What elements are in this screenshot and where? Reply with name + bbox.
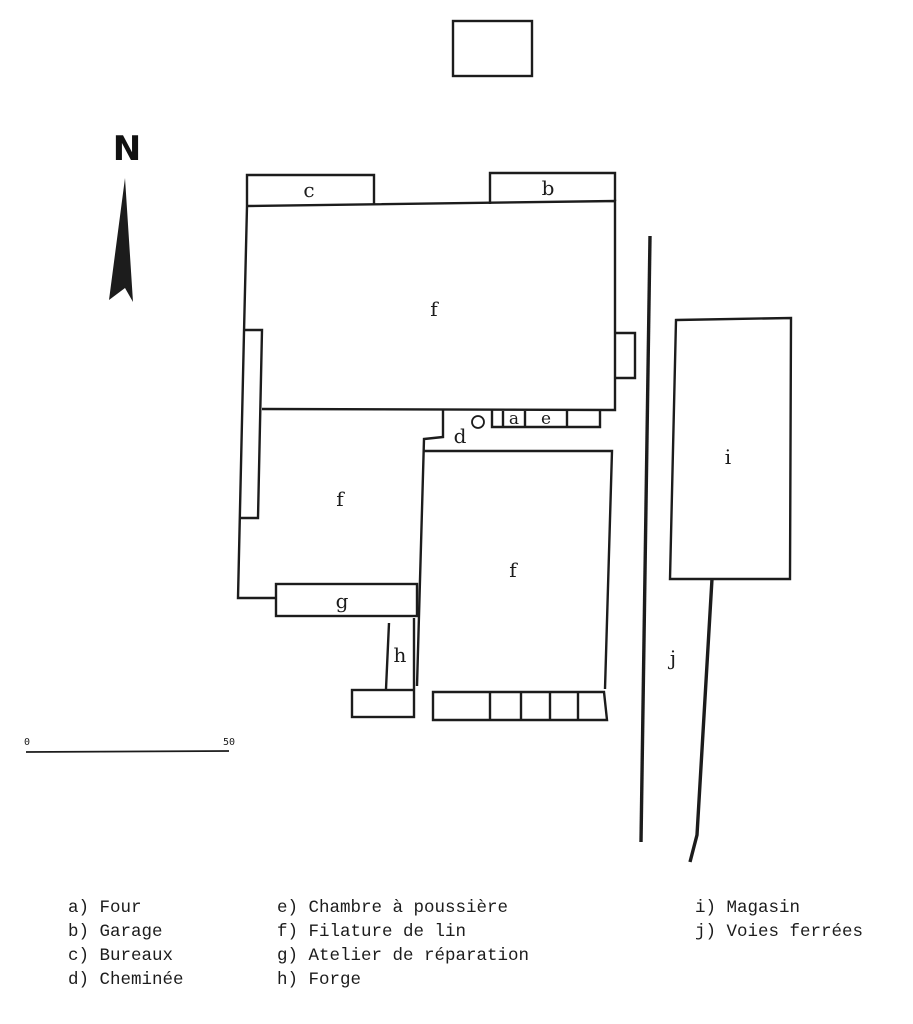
warehouse <box>668 316 793 581</box>
offices-building <box>245 173 376 206</box>
east-annex <box>614 331 637 380</box>
west-strip <box>240 328 264 520</box>
forge-building <box>384 618 416 690</box>
legend-item: e) Chambre à poussière <box>277 898 509 918</box>
north-label: N <box>113 129 141 169</box>
label-b: b <box>542 176 555 200</box>
south-building-row <box>431 690 609 722</box>
south-building-west <box>350 688 416 719</box>
legend-item: c) Bureaux <box>68 946 174 966</box>
legend-column-3: i) Magasin j) Voies ferrées <box>695 896 863 944</box>
repair-workshop <box>274 582 419 618</box>
detached-building <box>451 19 534 78</box>
label-h: h <box>394 643 407 667</box>
railway-track-main <box>639 235 652 843</box>
label-g: g <box>336 589 349 613</box>
label-f-north: f <box>430 297 439 321</box>
mill-outline <box>236 199 617 600</box>
label-a: a <box>509 409 519 429</box>
garage-building <box>488 171 617 204</box>
legend-item: d) Cheminée <box>68 970 184 990</box>
north-arrow-icon <box>109 178 133 302</box>
chimney <box>471 415 485 429</box>
legend-column-1: a) Four b) Garage c) Bureaux d) Cheminée <box>68 896 184 992</box>
furnace-dust-row <box>490 409 602 429</box>
label-e: e <box>541 409 551 429</box>
legend-item: a) Four <box>68 898 142 918</box>
label-d: d <box>454 424 467 448</box>
legend-item: j) Voies ferrées <box>695 922 864 942</box>
legend-item: i) Magasin <box>695 898 801 918</box>
legend-item: h) Forge <box>277 970 362 990</box>
label-f-west: f <box>336 487 345 511</box>
legend-column-2: e) Chambre à poussière f) Filature de li… <box>277 896 529 992</box>
scale-end-label: 50 <box>223 737 235 748</box>
railway-track-spur <box>688 578 714 863</box>
label-f-south: f <box>509 558 518 582</box>
label-i: i <box>725 445 731 469</box>
label-c: c <box>303 178 314 202</box>
legend-item: f) Filature de lin <box>277 922 467 942</box>
scale-start-label: 0 <box>24 737 30 748</box>
scale-bar <box>25 750 230 753</box>
label-j: j <box>668 646 676 670</box>
south-mill-outline <box>415 410 614 690</box>
legend-item: b) Garage <box>68 922 163 942</box>
legend-item: g) Atelier de réparation <box>277 946 530 966</box>
